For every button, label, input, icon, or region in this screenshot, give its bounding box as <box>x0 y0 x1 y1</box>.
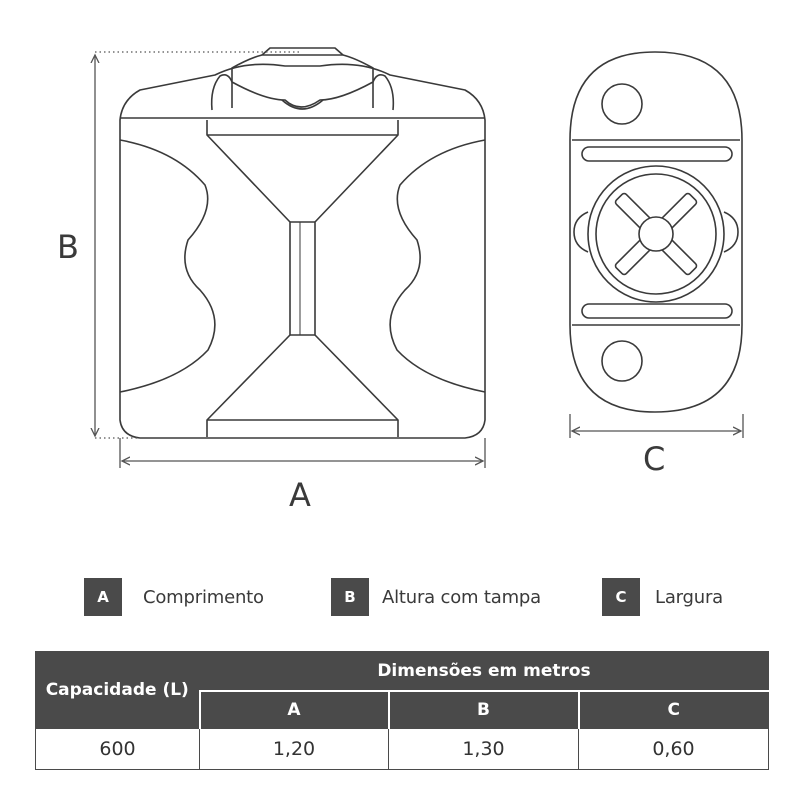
dimension-label-c: C <box>643 440 665 478</box>
legend-item-a: A Comprimento <box>84 578 264 616</box>
tank-technical-drawing: B A C <box>57 47 744 514</box>
table-header-row: Capacidade (L) Dimensões em metros <box>35 651 770 729</box>
dimension-c-cell: 0,60 <box>577 728 770 770</box>
tank-front-view <box>119 47 486 439</box>
dimension-lines <box>95 51 744 468</box>
legend-label-a: Comprimento <box>143 586 264 608</box>
column-header-c: C <box>577 690 770 729</box>
capacity-header: Capacidade (L) <box>35 651 200 729</box>
dimension-label-b: B <box>57 228 79 266</box>
table-row: 600 1,20 1,30 0,60 <box>35 728 770 770</box>
column-header-b: B <box>387 690 579 729</box>
legend-label-b: Altura com tampa <box>382 586 541 608</box>
dimension-b-cell: 1,30 <box>388 728 579 770</box>
dimensions-header: Dimensões em metros <box>198 651 770 692</box>
legend-key-c: C <box>602 578 640 616</box>
legend-label-c: Largura <box>655 586 724 608</box>
dimensions-table: Capacidade (L) Dimensões em metros A B C… <box>35 651 770 770</box>
capacity-cell: 600 <box>35 728 200 770</box>
legend-item-b: B Altura com tampa <box>331 578 541 616</box>
table-subheader-row: A B C <box>36 690 770 729</box>
legend-key-a: A <box>84 578 122 616</box>
tank-top-view <box>569 51 743 413</box>
dimension-a-cell: 1,20 <box>199 728 389 770</box>
legend-item-c: C Largura <box>602 578 723 616</box>
column-header-a: A <box>198 690 389 729</box>
legend-key-b: B <box>331 578 369 616</box>
dimension-label-a: A <box>289 476 311 514</box>
